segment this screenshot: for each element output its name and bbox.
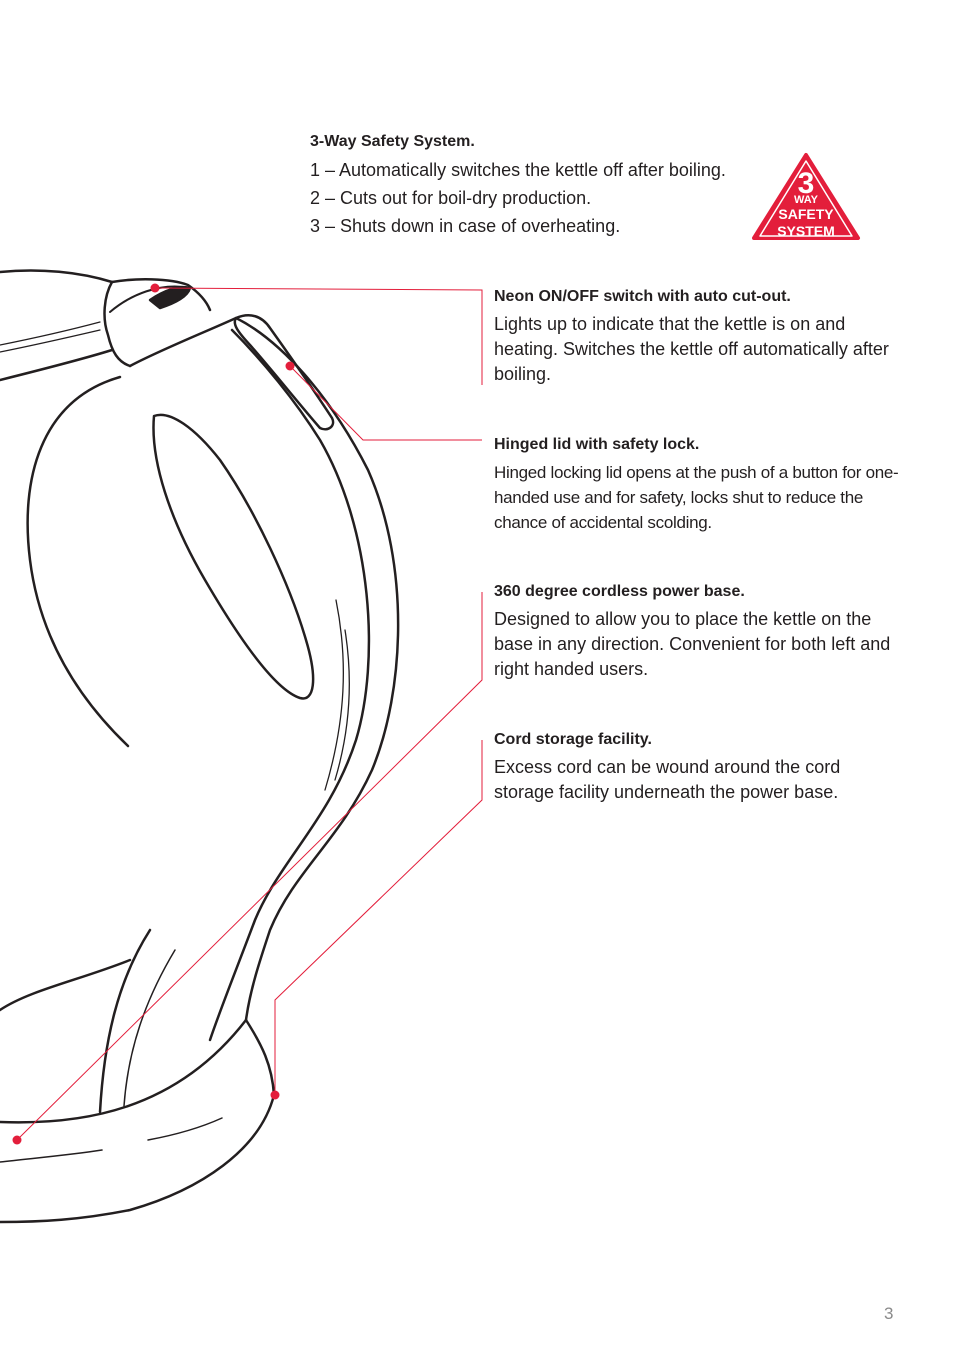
safety-system-section: 3-Way Safety System. 1 – Automatically s…: [310, 133, 780, 240]
badge-number: 3: [798, 167, 815, 200]
feature-description: Designed to allow you to place the kettl…: [494, 609, 891, 679]
feature-description: Hinged locking lid opens at the push of …: [494, 463, 899, 532]
safety-system-badge: 3 WAY SAFETY SYSTEM: [750, 151, 862, 242]
safety-item-2: 2 – Cuts out for boil-dry production.: [310, 188, 592, 208]
badge-safety: SAFETY: [778, 206, 834, 222]
feature-neon-switch: Neon ON/OFF switch with auto cut-out. Li…: [494, 288, 904, 387]
feature-power-base: 360 degree cordless power base. Designed…: [494, 583, 904, 682]
feature-description: Lights up to indicate that the kettle is…: [494, 314, 889, 384]
safety-item-3: 3 – Shuts down in case of overheating.: [310, 216, 621, 236]
feature-title: Hinged lid with safety lock.: [494, 436, 700, 453]
feature-title: Neon ON/OFF switch with auto cut-out.: [494, 288, 791, 305]
feature-title: 360 degree cordless power base.: [494, 583, 745, 600]
feature-hinged-lid: Hinged lid with safety lock. Hinged lock…: [494, 436, 904, 535]
safety-item-1: 1 – Automatically switches the kettle of…: [310, 160, 726, 180]
feature-title: Cord storage facility.: [494, 731, 652, 748]
feature-cord-storage: Cord storage facility. Excess cord can b…: [494, 731, 904, 805]
page-number: 3: [884, 1304, 894, 1323]
badge-way: WAY: [794, 194, 819, 206]
badge-system: SYSTEM: [777, 223, 835, 239]
safety-system-heading: 3-Way Safety System.: [310, 133, 475, 150]
feature-description: Excess cord can be wound around the cord…: [494, 757, 841, 802]
